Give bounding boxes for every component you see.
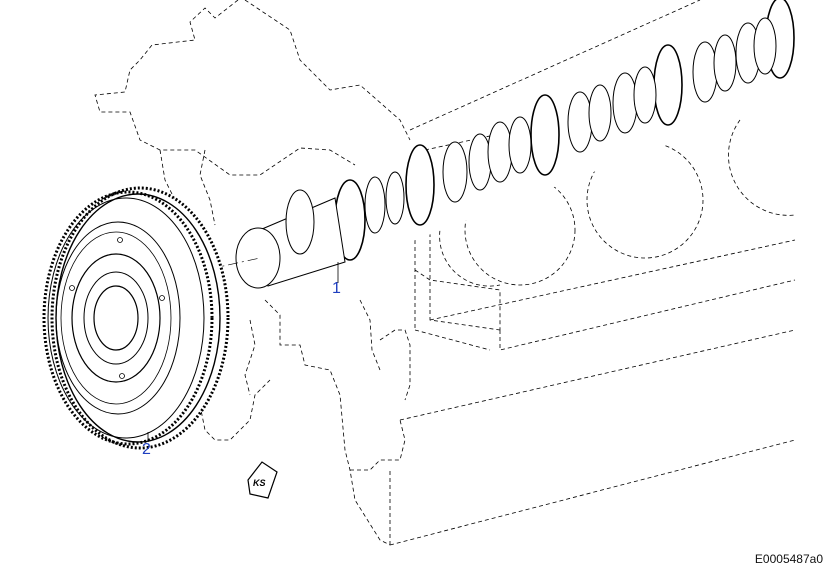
callout-2-gear: 2 bbox=[142, 441, 151, 458]
leader-lines bbox=[147, 262, 339, 442]
ks-symbol-label: KS bbox=[253, 478, 266, 488]
callout-1-camshaft: 1 bbox=[332, 280, 341, 297]
document-code: E0005487a0 bbox=[754, 552, 823, 566]
camshaft bbox=[235, 0, 795, 289]
ks-direction-symbol: KS bbox=[247, 461, 278, 499]
camshaft-gear bbox=[42, 186, 230, 450]
